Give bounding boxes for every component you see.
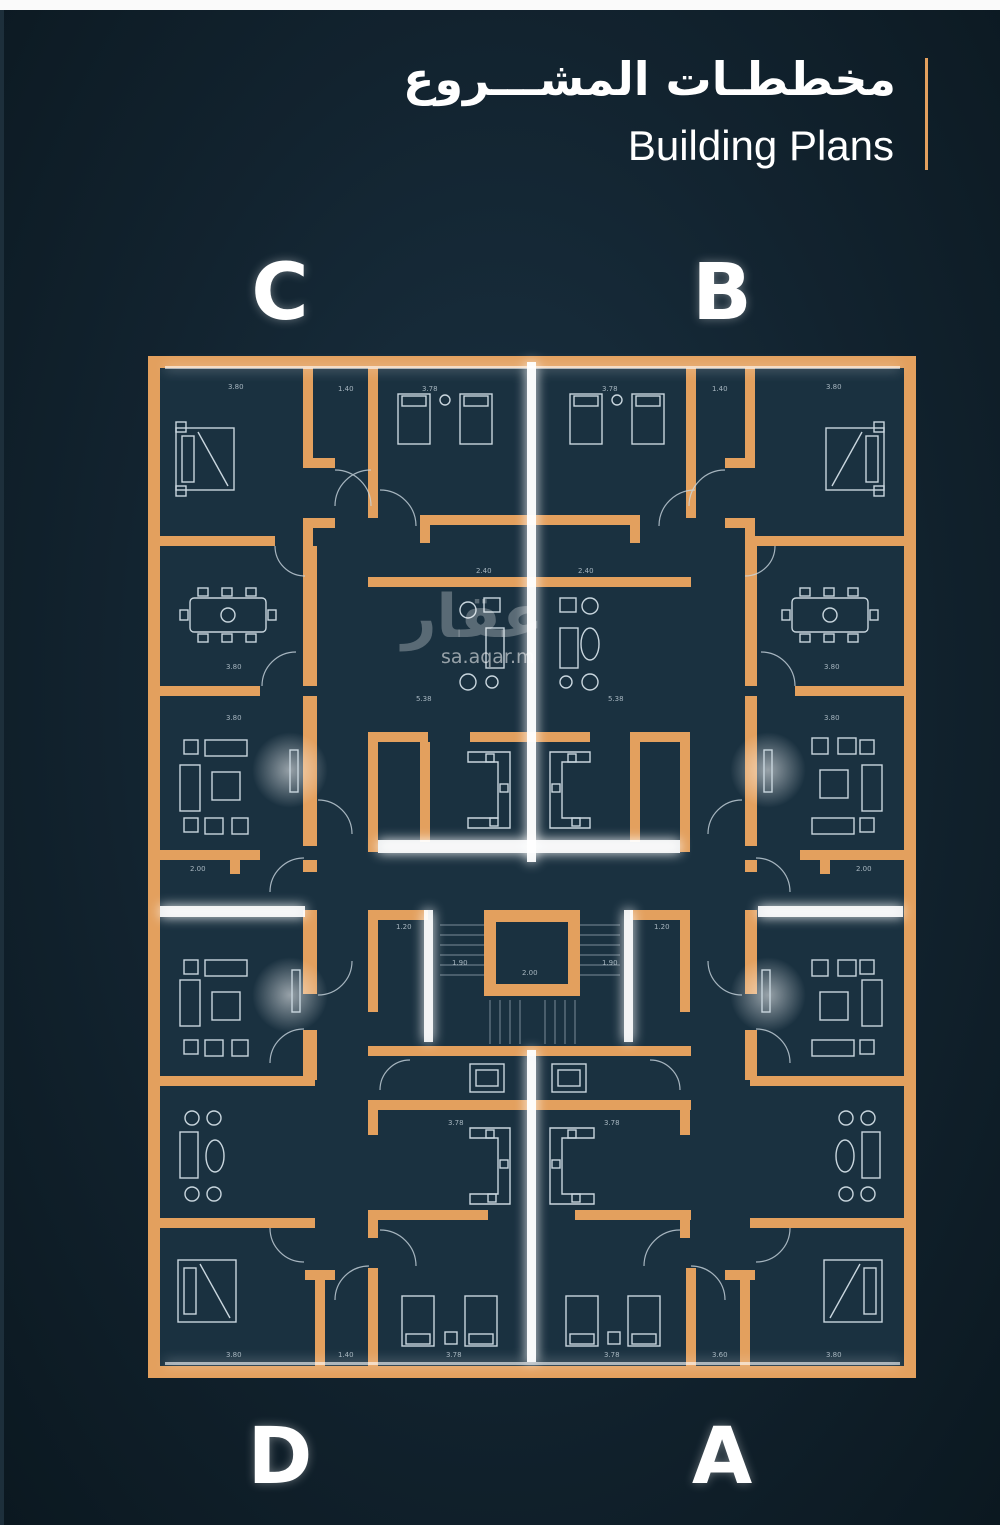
laundry-units xyxy=(469,1063,587,1093)
dim-bottom-bed-w-b: 3.78 xyxy=(604,1119,620,1127)
unit-label-c: C xyxy=(251,248,309,338)
kitchen-upper-c xyxy=(467,751,511,829)
seating-centre-b xyxy=(559,597,600,691)
dim-wc-w-b: 1.20 xyxy=(654,923,670,931)
twin-beds-b xyxy=(569,393,665,445)
dim-stair-w: 2.00 xyxy=(522,969,538,977)
title-arabic: مخططـات المشـــروع xyxy=(403,52,896,106)
dim-bottom-bed2-w: 3.78 xyxy=(446,1351,462,1359)
lamp-glows xyxy=(252,732,806,1033)
living-set-a-upper xyxy=(761,959,883,1057)
dim-bottom-bed2-w-b: 3.78 xyxy=(604,1351,620,1359)
kitchen-upper-b xyxy=(549,751,591,829)
dim-kitchen-top-b: 2.40 xyxy=(578,567,594,575)
kitchen-lower-d xyxy=(469,1127,511,1205)
dim-bed2-w: 3.78 xyxy=(422,385,438,393)
dining-table-b xyxy=(781,587,879,643)
dim-bath-w-b: 1.40 xyxy=(712,385,728,393)
dim-store-w: 2.00 xyxy=(190,865,206,873)
unit-label-a: A xyxy=(691,1412,753,1502)
dim-bottom-bath-w-b: 3.60 xyxy=(712,1351,728,1359)
dim-bottom-bed-w: 3.78 xyxy=(448,1119,464,1127)
seating-a-lower xyxy=(835,1110,881,1202)
dim-corridor-w: 5.38 xyxy=(416,695,432,703)
dim-bath-w: 1.40 xyxy=(338,385,354,393)
unit-label-b: B xyxy=(692,248,752,338)
living-set-d-upper xyxy=(179,959,301,1057)
kitchen-lower-a xyxy=(549,1127,595,1205)
twin-beds-a xyxy=(565,1295,661,1347)
seating-centre-c xyxy=(459,597,505,691)
dimension-labels: 3.80 1.40 3.78 3.78 1.40 3.80 2.40 2.40 … xyxy=(190,383,872,1359)
seating-d-lower xyxy=(179,1110,225,1202)
master-bed-a xyxy=(823,1259,883,1323)
outer-walls xyxy=(148,356,916,1378)
living-set-c-upper xyxy=(179,739,299,835)
living-set-b-upper xyxy=(763,737,883,835)
dim-room1-w: 3.80 xyxy=(228,383,244,391)
dim-room1-w-b: 3.80 xyxy=(826,383,842,391)
dim-corridor-w-b: 5.38 xyxy=(608,695,624,703)
dim-bed2-w-b: 3.78 xyxy=(602,385,618,393)
dim-lift-w: 1.90 xyxy=(452,959,468,967)
dim-living-w: 3.80 xyxy=(226,714,242,722)
dining-table-c xyxy=(179,587,277,643)
light-strips xyxy=(160,362,903,1365)
dim-store-w-b: 2.00 xyxy=(856,865,872,873)
title-accent-bar xyxy=(925,58,928,170)
watermark-url: sa.aqar.m xyxy=(441,646,535,668)
dim-bottom-bath-w: 1.40 xyxy=(338,1351,354,1359)
dim-kitchen-top: 2.40 xyxy=(476,567,492,575)
dim-dining-w: 3.80 xyxy=(226,663,242,671)
master-bed-b xyxy=(825,421,885,497)
dim-lift-w-b: 1.90 xyxy=(602,959,618,967)
dim-wc-w: 1.20 xyxy=(396,923,412,931)
watermark-brand: عقار xyxy=(402,582,544,652)
twin-beds-d xyxy=(401,1295,498,1347)
dim-living-w-b: 3.80 xyxy=(824,714,840,722)
top-border-strip xyxy=(0,0,1000,10)
unit-label-d: D xyxy=(247,1412,313,1502)
left-border-strip xyxy=(0,10,4,1525)
twin-beds-c xyxy=(397,393,493,445)
door-swings xyxy=(261,469,796,1301)
master-bed-c xyxy=(175,421,235,497)
dim-dining-w-b: 3.80 xyxy=(824,663,840,671)
furniture xyxy=(175,393,885,1347)
staircase xyxy=(440,924,620,1044)
title-english: Building Plans xyxy=(627,122,894,169)
master-bed-d xyxy=(177,1259,237,1323)
dim-bottom-room-w: 3.80 xyxy=(226,1351,242,1359)
dim-bottom-room-w-b: 3.80 xyxy=(826,1351,842,1359)
